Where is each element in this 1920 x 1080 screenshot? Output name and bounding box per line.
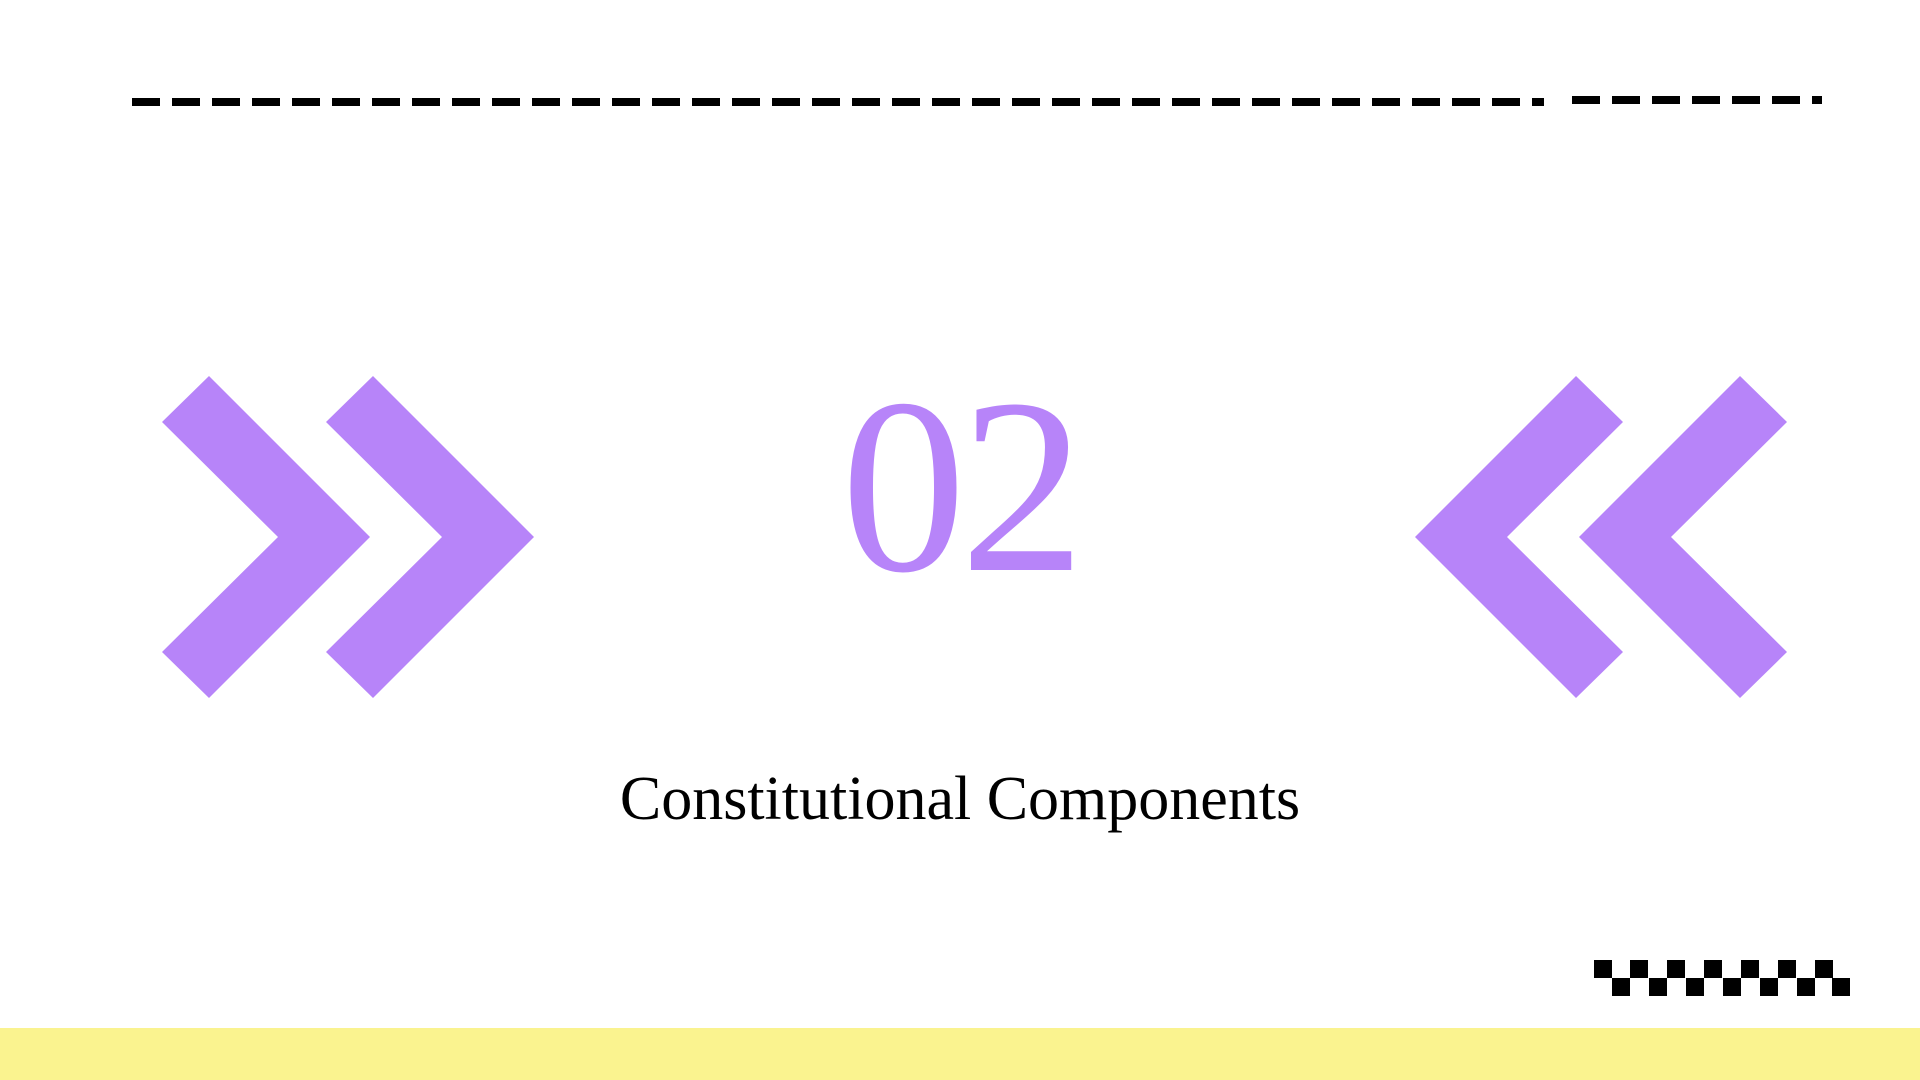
footer-bar — [0, 1028, 1920, 1080]
double-chevron-left-icon — [1415, 376, 1787, 698]
dashed-divider-line — [132, 96, 1822, 106]
section-number: 02 — [841, 348, 1085, 625]
checkerboard-decoration — [1594, 960, 1850, 996]
section-title: Constitutional Components — [619, 765, 1301, 833]
double-chevron-right-icon — [162, 376, 534, 698]
